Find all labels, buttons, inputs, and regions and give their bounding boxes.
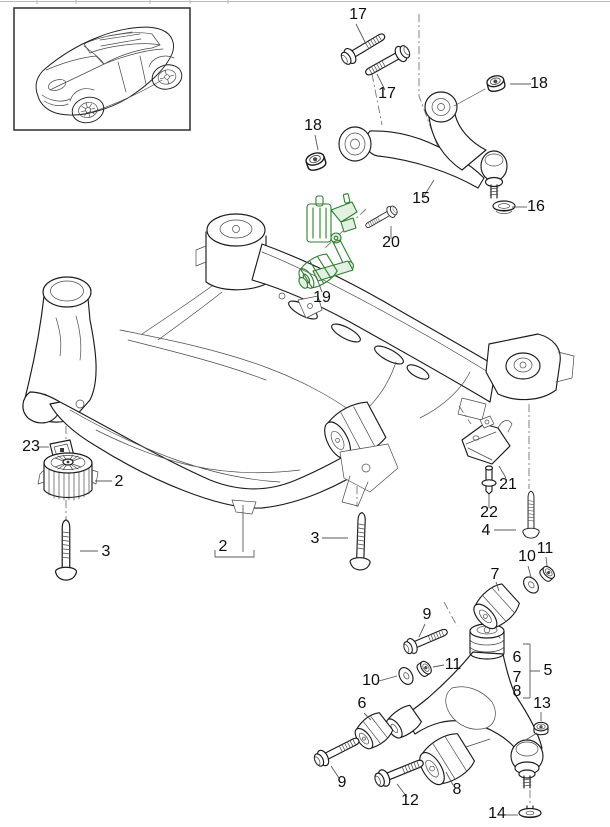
callout-6-22[interactable]: 6 [358,695,367,712]
callout-6-23[interactable]: 6 [513,649,522,666]
callout-2-9[interactable]: 2 [115,473,124,490]
callout-3-10[interactable]: 3 [102,543,111,560]
callout-10-21[interactable]: 10 [362,672,380,689]
callout-8-25[interactable]: 8 [513,683,522,700]
callout-5-26[interactable]: 5 [544,662,553,679]
lower-control-arm [386,623,544,789]
ride-height-sensor-part-19 [298,193,358,289]
callout-8-30[interactable]: 8 [453,781,462,798]
expansion-pin-part-22 [481,465,497,495]
callout-bracket-5 [523,643,540,699]
callout-4-15[interactable]: 4 [482,522,491,539]
bracket-part-21 [461,415,513,465]
callout-17-0[interactable]: 17 [349,6,367,23]
washer-part-10-left [395,664,417,688]
callout-17-1[interactable]: 17 [378,85,396,102]
callout-10-16[interactable]: 10 [518,548,536,565]
callout-23-8[interactable]: 23 [22,438,40,455]
callout-19-7[interactable]: 19 [313,289,331,306]
callout-2-11[interactable]: 2 [219,538,228,555]
upper-control-arm-part-15 [338,88,508,199]
ball-joint-nut-part-16 [492,200,516,214]
nut-part-11-left [414,658,435,679]
bushing-part-8 [419,733,476,786]
nut-part-13 [533,721,549,736]
callout-7-18[interactable]: 7 [491,566,500,583]
bolt-part-20 [362,203,400,232]
subframe-crossmember [22,213,575,515]
callout-11-17[interactable]: 11 [537,540,554,557]
nut-part-18-right [485,73,507,94]
vehicle-outline-icon [35,26,183,124]
callout-22-14[interactable]: 22 [480,504,498,521]
callout-9-19[interactable]: 9 [423,606,432,623]
bolt-part-9-lower [310,731,363,770]
callout-21-13[interactable]: 21 [499,476,517,493]
support-washer-part-14 [518,805,542,819]
callout-12-29[interactable]: 12 [401,792,419,809]
callout-7-24[interactable]: 7 [513,669,522,686]
callout-bracket-2 [214,505,255,558]
bolt-part-4 [522,490,540,539]
bolt-part-3-center [349,511,373,571]
bolt-part-9-upper [400,623,451,657]
vehicle-thumbnail [13,7,191,131]
nut-part-11-right [537,563,558,584]
subframe-mount-part-2 [37,452,99,501]
callout-11-20[interactable]: 11 [445,656,462,673]
callout-13-27[interactable]: 13 [533,695,551,712]
bushing-part-7 [473,583,520,630]
bushing-part-6 [354,712,394,750]
callout-18-3[interactable]: 18 [304,117,322,134]
callout-20-6[interactable]: 20 [382,234,400,251]
callout-3-12[interactable]: 3 [311,530,320,547]
page-top-rule [0,0,610,4]
bolt-part-3-left [54,519,78,581]
leader-lines [39,23,548,816]
callout-15-4[interactable]: 15 [412,190,430,207]
bolt-part-12 [371,753,427,791]
callout-14-31[interactable]: 14 [488,805,506,822]
washer-part-10-right [519,573,543,597]
callout-18-2[interactable]: 18 [530,75,548,92]
callout-9-28[interactable]: 9 [338,774,347,791]
nut-part-18-left [303,150,328,173]
callout-16-5[interactable]: 16 [527,198,545,215]
